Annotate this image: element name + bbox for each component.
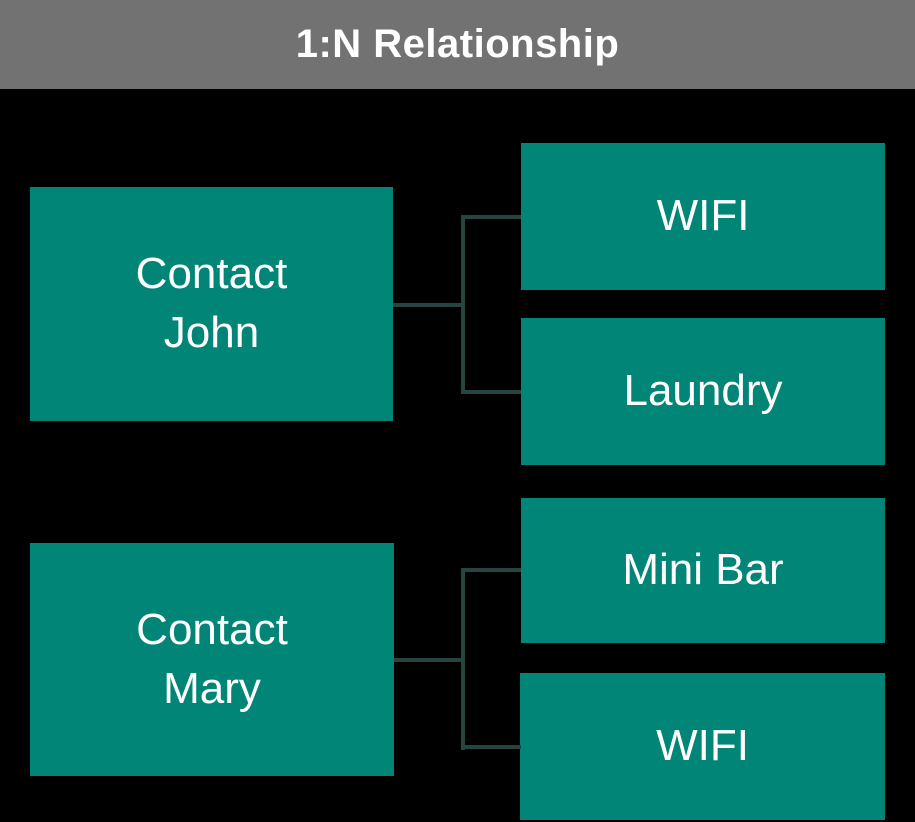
node-mini-bar[interactable]: Mini Bar: [521, 498, 885, 643]
connector-mary-stem: [394, 658, 465, 662]
node-wifi-john[interactable]: WIFI: [521, 143, 885, 290]
node-label: WIFI: [656, 721, 749, 771]
connector-mary-to-minibar: [461, 568, 521, 572]
node-label-line: John: [163, 308, 260, 357]
connector-john-trunk: [461, 215, 465, 394]
node-label: WIFI: [656, 191, 750, 241]
connector-mary-trunk: [461, 568, 465, 750]
connector-john-to-wifi: [461, 215, 521, 219]
connector-john-stem: [393, 303, 465, 307]
node-label: Mini Bar: [622, 545, 784, 595]
node-laundry[interactable]: Laundry: [521, 318, 885, 465]
node-label-line: Contact: [136, 604, 288, 654]
node-contact-john[interactable]: Contact John: [30, 187, 393, 421]
node-label-line: Mary: [163, 663, 261, 713]
node-label-line: Contact: [135, 249, 288, 299]
diagram-title: 1:N Relationship: [295, 22, 620, 66]
connector-john-to-laundry: [461, 390, 521, 394]
node-wifi-mary[interactable]: WIFI: [520, 673, 885, 820]
node-label: Laundry: [623, 366, 783, 416]
node-contact-mary[interactable]: Contact Mary: [30, 543, 394, 776]
connector-mary-to-wifi: [461, 745, 521, 749]
title-banner: 1:N Relationship: [0, 0, 915, 89]
